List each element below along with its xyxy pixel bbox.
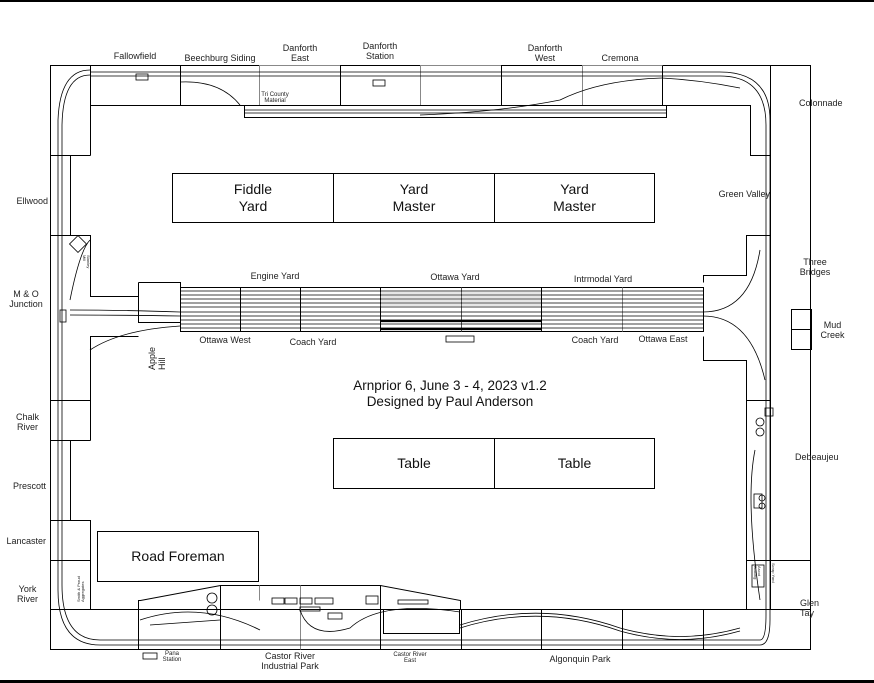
mainline-track [57, 69, 771, 646]
label-danforth-west: Danforth West [527, 43, 563, 63]
shelf-fallowfield [90, 65, 181, 106]
label-intermodal-yard: Intrmodal Yard [573, 274, 633, 284]
table-1: Table [333, 438, 495, 489]
label-ottawa-yard: Ottawa Yard [430, 272, 480, 282]
label-danforth-station: Danforth Station [362, 41, 398, 61]
label-castor-river-industrial-park: Castor River Industrial Park [261, 651, 319, 671]
label-fallowfield: Fallowfield [113, 51, 157, 61]
table-2: Table [494, 438, 655, 489]
label-scrap-yard: Scrap Yard [771, 563, 776, 583]
shelf-danforth-station [340, 65, 421, 106]
label-castor-river-east: Castor River East [393, 652, 427, 664]
label-beechburg-siding: Beechburg Siding [184, 53, 256, 63]
label-ellwood: Ellwood [16, 196, 48, 206]
road-foreman-table: Road Foreman [97, 531, 259, 582]
station-pana-icon [142, 652, 158, 660]
label-ottawa-east: Ottawa East [638, 334, 688, 344]
shelf-danforth-west-2 [501, 65, 583, 106]
staging-upper [244, 105, 667, 118]
label-colonnade: Colonnade [799, 98, 843, 108]
yard-master-table-1: Yard Master [333, 173, 495, 223]
label-mo-industry: Stanley Mill [82, 255, 91, 269]
bottom-rule [0, 680, 874, 683]
label-algonquin-park: Algonquin Park [549, 654, 611, 664]
layout-title: Arnprior 6, June 3 - 4, 2023 v1.2 Design… [300, 378, 600, 410]
label-chalk-river: Chalk River [15, 412, 39, 432]
shelf-cremona [582, 65, 663, 106]
label-glen-tay: Glen Tay [800, 598, 820, 618]
label-ascot-bottling: Ascot Bottling [753, 566, 762, 580]
label-three-bridges: Three Bridges [799, 257, 831, 277]
ottawa-yard-area [180, 287, 704, 332]
label-tri-county: Tri County Material [261, 92, 289, 104]
shelf-beechburg [180, 65, 260, 106]
shelf-danforth-west [420, 65, 502, 106]
fiddle-yard-table: Fiddle Yard [172, 173, 334, 223]
label-coach-yard-west: Coach Yard [289, 337, 337, 347]
title-line-1: Arnprior 6, June 3 - 4, 2023 v1.2 [353, 378, 547, 393]
label-cremona: Cremona [601, 53, 639, 63]
station-danforth-icon [372, 79, 386, 87]
label-mo-junction: M & O Junction [9, 289, 43, 309]
label-ottawa-west: Ottawa West [199, 335, 251, 345]
top-rule [0, 0, 874, 2]
label-lancaster: Lancaster [6, 536, 46, 546]
title-line-2: Designed by Paul Anderson [366, 394, 534, 409]
label-danforth-east: Danforth East [282, 43, 318, 63]
station-fallowfield-icon [135, 73, 149, 81]
label-mud-creek: Mud Creek [820, 320, 845, 340]
station-mo-icon [59, 309, 67, 323]
label-york-river: York River [16, 584, 38, 604]
label-coach-yard-east: Coach Yard [571, 335, 619, 345]
yard-master-table-2: Yard Master [494, 173, 655, 223]
label-green-valley: Green Valley [718, 189, 770, 199]
label-prescott: Prescott [12, 481, 46, 491]
label-apple-hill: Apple Hill [147, 346, 167, 370]
label-pana-station: Pana Station [162, 651, 182, 663]
label-aggregates: Smith & Proud Aggregates [76, 576, 85, 602]
label-debeaujeu: Debeaujeu [795, 452, 839, 462]
station-ottawa-icon [445, 335, 475, 343]
label-engine-yard: Engine Yard [250, 271, 300, 281]
